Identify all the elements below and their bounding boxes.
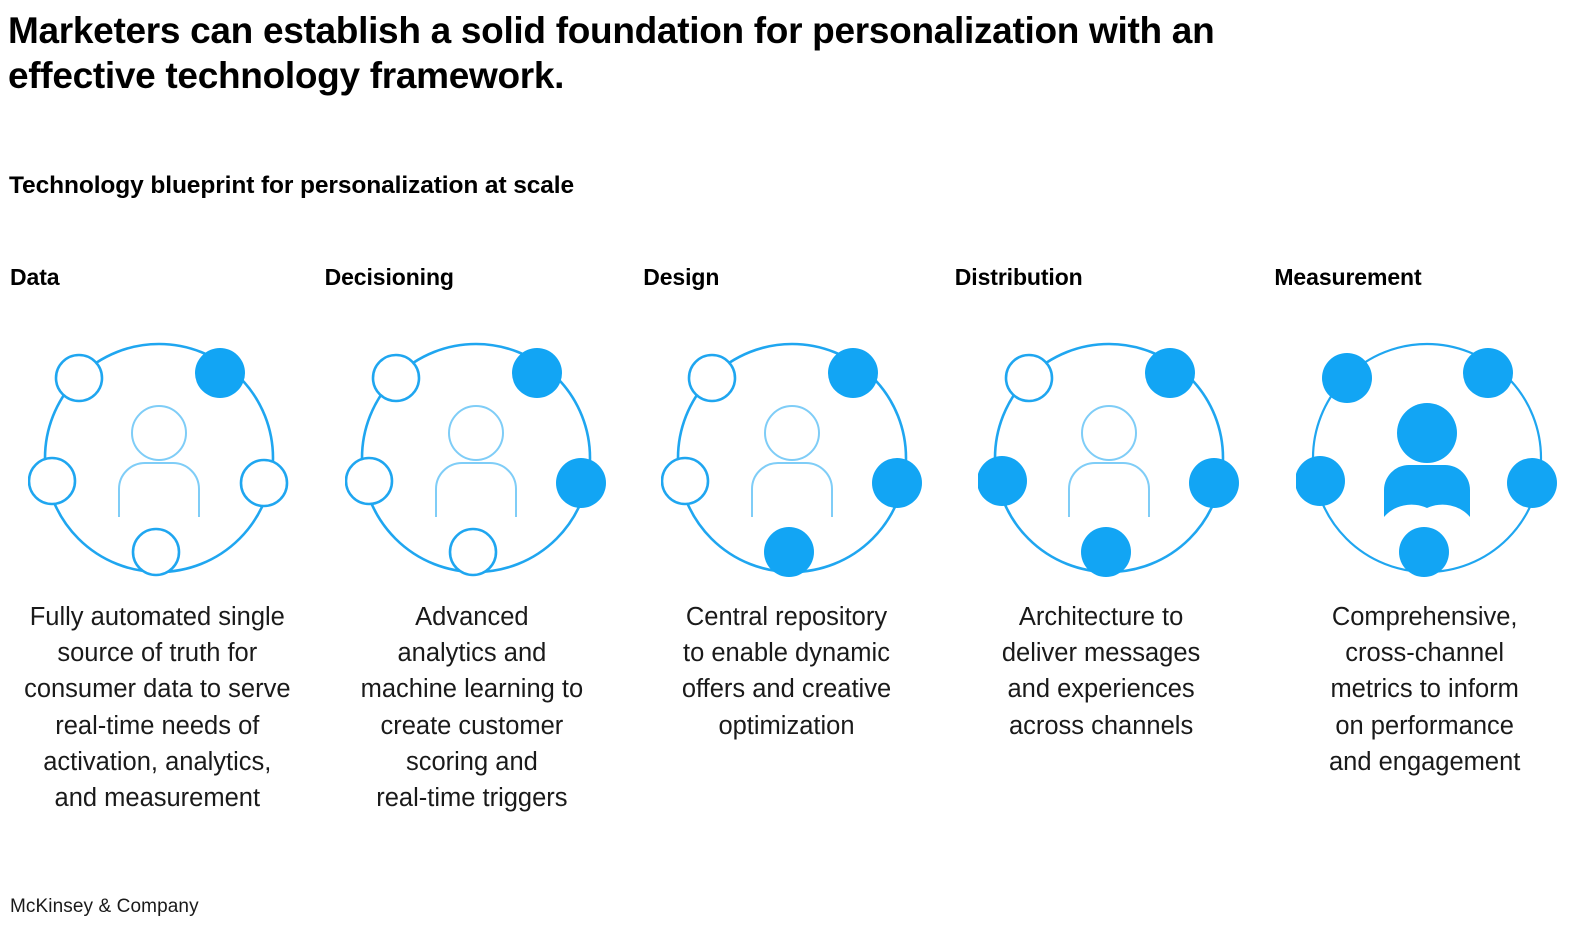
node-left [977,456,1028,506]
node-bottom [764,527,815,577]
node-top-right [1462,348,1513,398]
network-person-icon-distribution [977,333,1240,583]
network-person-icon-measurement [1294,333,1558,583]
center-person-filled [1383,403,1470,517]
center-person-outline [118,405,201,517]
network-person-icon-data [27,333,290,583]
node-right [872,458,923,508]
node-top-right [195,348,246,398]
column-header-data: Data [10,264,60,290]
network-person-icon-design [661,333,923,583]
node-left [344,456,394,506]
column-caption-design: Central repository to enable dynamic off… [681,603,892,740]
node-top-left [1321,353,1372,403]
center-person-outline [751,405,834,517]
node-top-left [54,353,104,403]
column-header-decisioning: Decisioning [324,264,454,290]
page-title-line-1: Marketers can establish a solid foundati… [8,10,1215,51]
blueprint-column-decisioning: Decisioning Advanced analytics and machi… [315,264,630,816]
node-right [1189,458,1240,508]
node-bottom [1081,527,1132,577]
node-top-right [511,348,562,398]
blueprint-columns: Data Fully automated single source of tr… [0,264,1573,816]
node-top-right [828,348,879,398]
node-bottom [1398,527,1449,577]
blueprint-column-measurement: Measurement Comprehensive, cross-channel… [1258,264,1573,780]
blueprint-column-design: Design Central repository to enable dyna… [629,264,944,744]
blueprint-column-distribution: Distribution Architecture to deliver mes… [944,264,1259,744]
node-right [239,458,289,508]
node-top-left [371,353,421,403]
node-right [555,458,606,508]
node-bottom [131,527,181,577]
node-bottom [448,527,498,577]
column-caption-measurement: Comprehensive, cross-channel metrics to … [1328,603,1521,776]
node-left [661,456,710,506]
column-caption-data: Fully automated single source of truth f… [24,603,291,813]
brand-footer: McKinsey & Company [10,896,199,917]
network-person-icon-decisioning [344,333,607,583]
blueprint-column-data: Data Fully automated single source of tr… [0,264,315,816]
center-person-outline [434,405,517,517]
node-top-left [1004,353,1054,403]
page-title: Marketers can establish a solid foundati… [8,8,1508,98]
column-header-design: Design [643,264,720,290]
column-caption-decisioning: Advanced analytics and machine learning … [360,603,584,813]
column-header-measurement: Measurement [1274,264,1422,290]
column-header-distribution: Distribution [954,264,1083,290]
exhibit-subtitle: Technology blueprint for personalization… [9,172,575,199]
center-person-outline [1068,405,1151,517]
page-title-line-2: effective technology framework. [8,55,565,97]
node-right [1506,458,1557,508]
column-caption-distribution: Architecture to deliver messages and exp… [1001,603,1201,740]
node-top-right [1145,348,1196,398]
node-left [27,456,77,506]
node-left [1294,456,1345,506]
node-top-left [688,353,737,403]
